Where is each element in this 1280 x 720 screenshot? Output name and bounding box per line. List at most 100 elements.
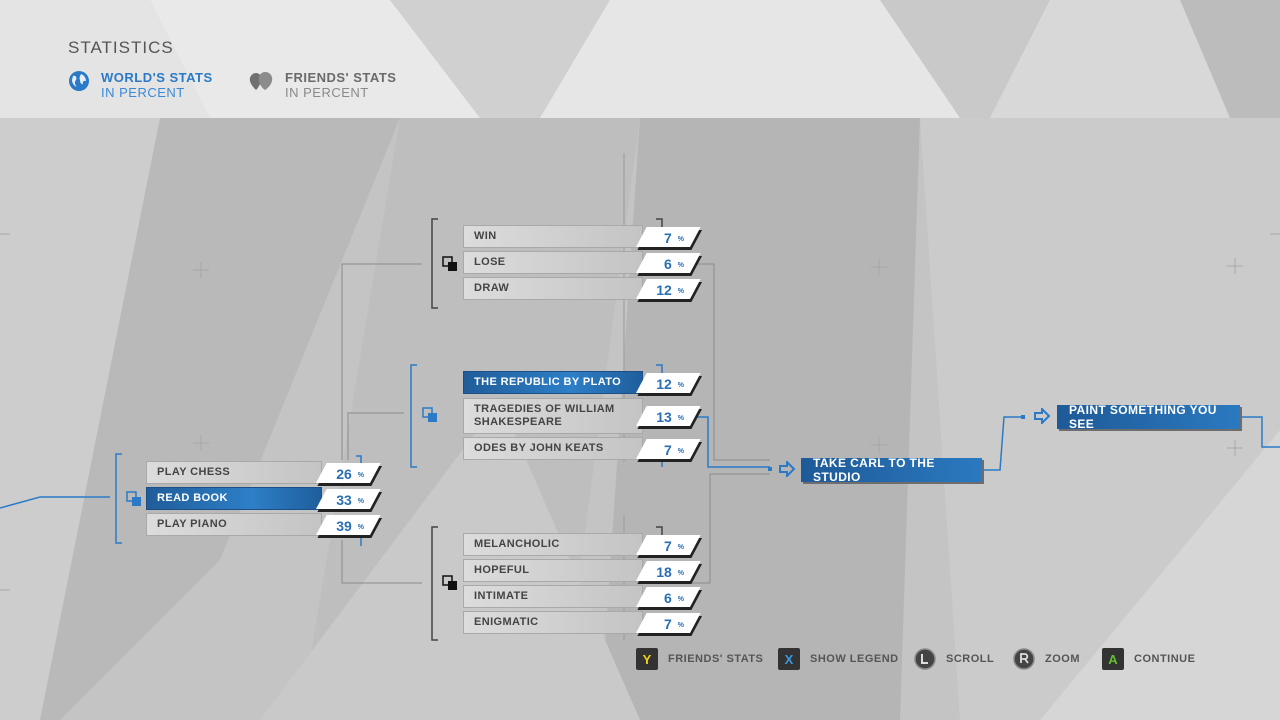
globe-icon (69, 71, 89, 91)
choice-lose[interactable]: LOSE (463, 251, 643, 274)
percent-unit: % (357, 498, 364, 505)
choice-odes-keats[interactable]: ODES BY JOHN KEATS (463, 437, 643, 460)
page-title: STATISTICS (68, 38, 174, 57)
choice-play-chess[interactable]: PLAY CHESS (146, 461, 322, 484)
y-button-icon: Y (636, 648, 658, 670)
percent-value: 33 (336, 492, 352, 508)
left-stick-icon (914, 648, 936, 670)
legend-label: ZOOM (1045, 653, 1080, 665)
percent-badge: 6% (636, 587, 701, 609)
choice-read-book[interactable]: READ BOOK (146, 487, 322, 510)
branch-locked-icon (442, 256, 457, 271)
choice-label: MELANCHOLIC (474, 538, 560, 550)
percent-unit: % (677, 544, 684, 551)
legend-show-legend[interactable]: X SHOW LEGEND (778, 648, 899, 670)
choice-label: WIN (474, 230, 497, 242)
choice-label: DRAW (474, 282, 510, 294)
choice-label: ODES BY JOHN KEATS (474, 442, 604, 454)
percent-value: 39 (336, 518, 352, 534)
choice-label: THE REPUBLIC BY PLATO (474, 376, 622, 388)
percent-value: 7 (663, 616, 672, 632)
choice-melancholic[interactable]: MELANCHOLIC (463, 533, 643, 556)
choice-label: ENIGMATIC (474, 616, 539, 628)
percent-value: 7 (663, 538, 672, 554)
outcome-label: PAINT SOMETHING YOU SEE (1069, 403, 1217, 431)
percent-badge: 7% (636, 535, 701, 557)
x-button-icon: X (778, 648, 800, 670)
percent-value: 12 (656, 282, 672, 298)
statistics-header: STATISTICS WORLD'S STATS IN PERCENT FRIE… (0, 0, 1280, 118)
friends-icon (249, 72, 273, 90)
legend-label: CONTINUE (1134, 653, 1196, 665)
percent-unit: % (677, 622, 684, 629)
legend-continue[interactable]: A CONTINUE (1102, 648, 1195, 670)
choice-label: LOSE (474, 256, 506, 268)
tab-worlds-stats-label: WORLD'S STATS (101, 70, 213, 85)
percent-unit: % (677, 596, 684, 603)
choice-republic-plato[interactable]: THE REPUBLIC BY PLATO (463, 371, 643, 394)
percent-unit: % (677, 288, 684, 295)
branch-locked-icon (442, 575, 457, 590)
choice-label: PLAY CHESS (157, 466, 231, 478)
percent-value: 26 (336, 466, 352, 482)
percent-unit: % (677, 570, 684, 577)
percent-value: 7 (663, 442, 672, 458)
percent-badge: 7% (636, 613, 701, 635)
choice-label: HOPEFUL (474, 564, 530, 576)
tab-worlds-stats[interactable]: WORLD'S STATS IN PERCENT (68, 70, 213, 100)
percent-badge: 39% (316, 515, 381, 537)
choice-label: TRAGEDIES OF WILLIAM SHAKESPEARE (474, 403, 615, 428)
percent-unit: % (357, 472, 364, 479)
percent-badge: 18% (636, 561, 701, 583)
legend-scroll[interactable]: SCROLL (914, 648, 994, 670)
percent-badge: 7% (636, 227, 701, 249)
right-stick-icon (1013, 648, 1035, 670)
choice-tragedies-shakespeare[interactable]: TRAGEDIES OF WILLIAM SHAKESPEARE (463, 398, 643, 434)
tab-worlds-stats-sublabel: IN PERCENT (101, 85, 185, 100)
percent-value: 12 (656, 376, 672, 392)
choice-play-piano[interactable]: PLAY PIANO (146, 513, 322, 536)
choice-label: READ BOOK (157, 492, 228, 504)
legend-label: SHOW LEGEND (810, 653, 899, 665)
tab-friends-stats-sublabel: IN PERCENT (285, 85, 369, 100)
choice-label: PLAY PIANO (157, 518, 228, 530)
percent-badge: 6% (636, 253, 701, 275)
percent-badge: 12% (636, 279, 701, 301)
percent-unit: % (677, 382, 684, 389)
percent-unit: % (677, 236, 684, 243)
percent-value: 6 (663, 256, 672, 272)
a-button-icon: A (1102, 648, 1124, 670)
arrow-right-icon (779, 461, 796, 477)
percent-value: 6 (663, 590, 672, 606)
outcome-label: TAKE CARL TO THE STUDIO (813, 456, 935, 484)
percent-badge: 26% (316, 463, 381, 485)
outcome-take-carl-to-studio[interactable]: TAKE CARL TO THE STUDIO (801, 456, 982, 484)
percent-badge: 33% (316, 489, 381, 511)
percent-value: 13 (656, 409, 672, 425)
legend-friends-stats[interactable]: Y FRIENDS' STATS (636, 648, 763, 670)
outcome-paint-something[interactable]: PAINT SOMETHING YOU SEE (1057, 403, 1240, 431)
percent-unit: % (357, 524, 364, 531)
percent-badge: 7% (636, 439, 701, 461)
percent-unit: % (677, 415, 684, 422)
percent-value: 18 (656, 564, 672, 580)
percent-value: 7 (663, 230, 672, 246)
legend-zoom[interactable]: ZOOM (1013, 648, 1080, 670)
choice-label: INTIMATE (474, 590, 529, 602)
percent-badge: 13% (636, 406, 701, 428)
tab-friends-stats-label: FRIENDS' STATS (285, 70, 397, 85)
tab-friends-stats[interactable]: FRIENDS' STATS IN PERCENT (248, 70, 396, 100)
branch-unlocked-icon (126, 491, 141, 506)
arrow-right-icon (1034, 408, 1051, 424)
choice-enigmatic[interactable]: ENIGMATIC (463, 611, 643, 634)
percent-badge: 12% (636, 373, 701, 395)
branch-unlocked-icon (422, 407, 437, 422)
choice-draw[interactable]: DRAW (463, 277, 643, 300)
percent-unit: % (677, 448, 684, 455)
choice-hopeful[interactable]: HOPEFUL (463, 559, 643, 582)
legend-label: SCROLL (946, 653, 995, 665)
choice-win[interactable]: WIN (463, 225, 643, 248)
legend-label: FRIENDS' STATS (668, 653, 764, 665)
choice-intimate[interactable]: INTIMATE (463, 585, 643, 608)
